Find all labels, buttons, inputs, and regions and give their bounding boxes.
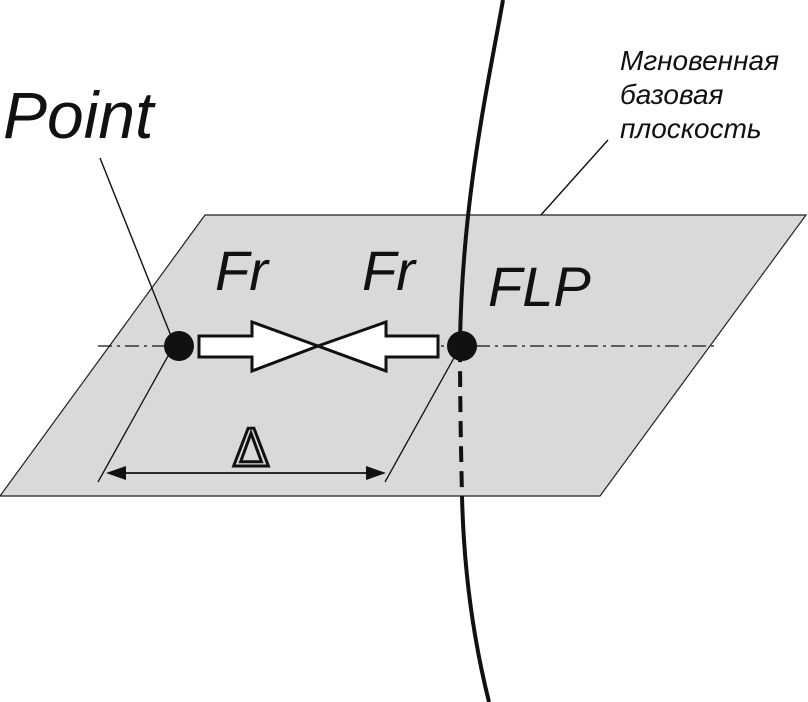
dimension-arrow-left <box>106 466 126 480</box>
dimension-arrow-right <box>366 466 386 480</box>
trajectory-curve-hidden <box>458 345 464 497</box>
projection-line-flp <box>384 355 456 483</box>
force-arrow-right <box>313 319 440 374</box>
plane-label-leader <box>539 139 609 217</box>
delta-label: Δ <box>233 419 269 479</box>
point-dot <box>164 331 194 361</box>
flp-label: FLP <box>488 255 591 318</box>
force-arrow-left <box>197 319 323 374</box>
force-label-right: Fr <box>362 239 417 302</box>
projection-line-point <box>97 355 169 483</box>
trajectory-curve-lower <box>460 495 491 702</box>
trajectory-curve-upper <box>458 0 505 345</box>
point-label: Point <box>3 78 156 152</box>
point-label-leader <box>99 157 172 337</box>
plane-label-line-1: Мгновенная <box>620 45 779 76</box>
plane-label-line-2: базовая <box>620 79 724 110</box>
force-label-left: Fr <box>215 239 270 302</box>
flp-dot <box>447 331 477 361</box>
plane-label-line-3: плоскость <box>620 113 762 144</box>
